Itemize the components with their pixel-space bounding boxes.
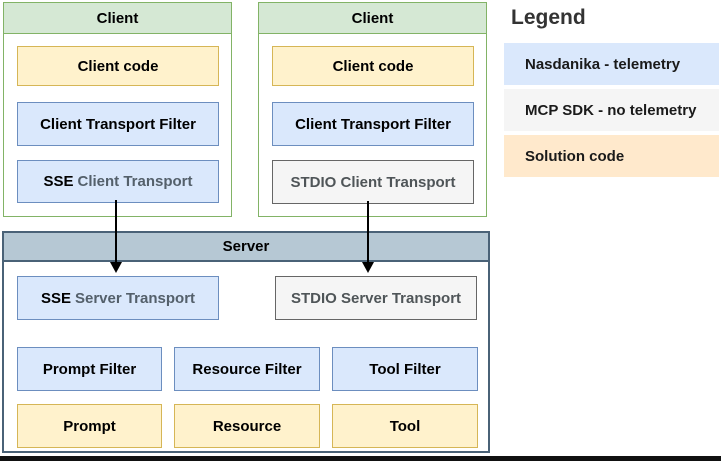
- sse-client-transport-box: SSE Client Transport: [17, 160, 219, 203]
- client-stdio-container: Client Client code Client Transport Filt…: [258, 2, 487, 217]
- sse-client-transport-rest: Client Transport: [77, 173, 193, 190]
- resource-filter-box: Resource Filter: [174, 347, 320, 391]
- client-code-box-stdio: Client code: [272, 46, 474, 86]
- sse-server-transport-rest: Server Transport: [74, 289, 196, 307]
- tool-filter-box: Tool Filter: [332, 347, 478, 391]
- sse-server-transport-box: SSE Server Transport: [17, 276, 219, 320]
- prompt-box: Prompt: [17, 404, 162, 448]
- prompt-filter-box: Prompt Filter: [17, 347, 162, 391]
- legend-row-solution-code: Solution code: [504, 135, 719, 177]
- sse-client-transport-prefix: SSE: [43, 173, 74, 190]
- client-transport-filter-box-stdio: Client Transport Filter: [272, 102, 474, 146]
- server-header: Server: [4, 233, 488, 262]
- server-container: Server SSE Server Transport STDIO Server…: [2, 231, 490, 453]
- arrow-stdio-head-icon: [362, 262, 374, 273]
- arrow-stdio-line: [367, 201, 369, 263]
- resource-box: Resource: [174, 404, 320, 448]
- client-code-box-sse: Client code: [17, 46, 219, 86]
- tool-box: Tool: [332, 404, 478, 448]
- client-transport-filter-box-sse: Client Transport Filter: [17, 102, 219, 146]
- stdio-client-transport-box: STDIO Client Transport: [272, 160, 474, 204]
- client-stdio-header: Client: [259, 3, 486, 34]
- legend-row-nasdanika: Nasdanika - telemetry: [504, 43, 719, 85]
- client-sse-container: Client Client code Client Transport Filt…: [3, 2, 232, 217]
- legend-row-mcp-sdk: MCP SDK - no telemetry: [504, 89, 719, 131]
- client-sse-header: Client: [4, 3, 231, 34]
- legend-title: Legend: [511, 6, 586, 29]
- bottom-border-bar: [0, 456, 721, 461]
- arrow-sse-line: [115, 200, 117, 263]
- stdio-server-transport-box: STDIO Server Transport: [275, 276, 477, 320]
- arrow-sse-head-icon: [110, 262, 122, 273]
- sse-server-transport-prefix: SSE: [40, 289, 71, 307]
